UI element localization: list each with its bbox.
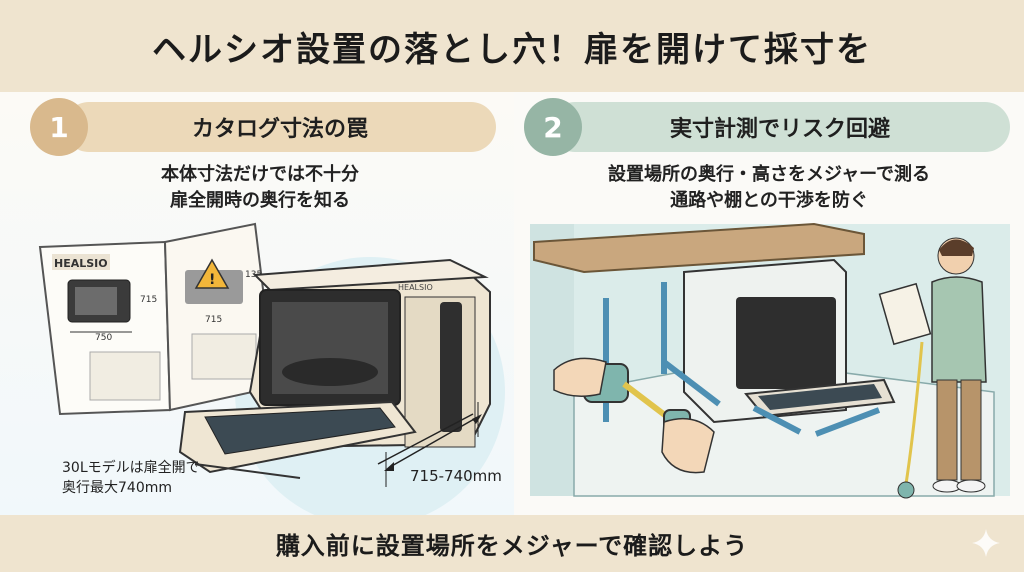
left-heading: カタログ寸法の罠 — [191, 117, 368, 142]
clipboard — [878, 282, 932, 346]
catalog-dim-h: 715 — [140, 295, 157, 305]
catalog-illustration: HEALSIO 715 750 ! 135 715 — [38, 222, 277, 416]
right-line2: 通路や棚との干渉を防ぐ — [670, 190, 868, 211]
left-illustration: HEALSIO 715 750 ! 135 715 HEALSIO — [38, 222, 505, 515]
upper-shelf — [533, 222, 865, 274]
page-title: ヘルシオ設置の落とし穴！扉を開けて採寸を — [152, 29, 872, 70]
right-heading-pill: 実寸計測でリスク回避 — [550, 102, 1010, 152]
left-line1: 本体寸法だけでは不十分 — [161, 164, 359, 185]
catalog-dim-w: 750 — [95, 333, 112, 343]
hand-right — [661, 417, 715, 474]
control-panel — [440, 302, 462, 432]
measured-oven — [683, 258, 896, 424]
warning-icon — [194, 258, 230, 289]
catalog-brand-box — [52, 254, 110, 270]
sparkle-icon — [972, 529, 1000, 557]
right-panel: 実寸計測でリスク回避 2 設置場所の奥行・高さをメジャーで測る 通路や棚との干渉… — [514, 92, 1024, 515]
hand-left — [553, 357, 607, 397]
tape-measure — [553, 357, 715, 474]
title-bar: ヘルシオ設置の落とし穴！扉を開けて採寸を — [0, 0, 1024, 92]
step-number-1: 1 — [30, 98, 88, 156]
footer-bar: 購入前に設置場所をメジャーで確認しよう — [0, 515, 1024, 572]
depth-label: 715-740mm — [410, 467, 502, 485]
oven-illustration: HEALSIO — [178, 258, 491, 479]
right-heading: 実寸計測でリスク回避 — [669, 117, 890, 142]
oven-brand: HEALSIO — [398, 283, 433, 292]
note-line1: 30Lモデルは扉全開で — [62, 459, 200, 476]
right-illustration — [530, 222, 1010, 499]
svg-text:!: ! — [209, 272, 215, 288]
left-heading-pill: カタログ寸法の罠 — [64, 102, 496, 152]
catalog-dim-w2: 715 — [205, 315, 222, 325]
step-number-2: 2 — [524, 98, 582, 156]
depth-arrow — [389, 417, 477, 468]
catalog-diagram — [89, 351, 161, 401]
left-panel: カタログ寸法の罠 1 本体寸法だけでは不十分 扉全開時の奥行を知る HEALSI… — [0, 92, 514, 515]
note-line2: 奥行最大740mm — [62, 479, 172, 496]
left-line2: 扉全開時の奥行を知る — [170, 190, 350, 211]
footer-text: 購入前に設置場所をメジャーで確認しよう — [275, 532, 749, 560]
left-subtext: 本体寸法だけでは不十分 扉全開時の奥行を知る — [60, 162, 460, 214]
right-subtext: 設置場所の奥行・高さをメジャーで測る 通路や棚との干渉を防ぐ — [524, 162, 1014, 214]
right-line1: 設置場所の奥行・高さをメジャーで測る — [607, 164, 931, 185]
catalog-brand: HEALSIO — [54, 257, 108, 270]
person-with-clipboard — [878, 237, 987, 499]
